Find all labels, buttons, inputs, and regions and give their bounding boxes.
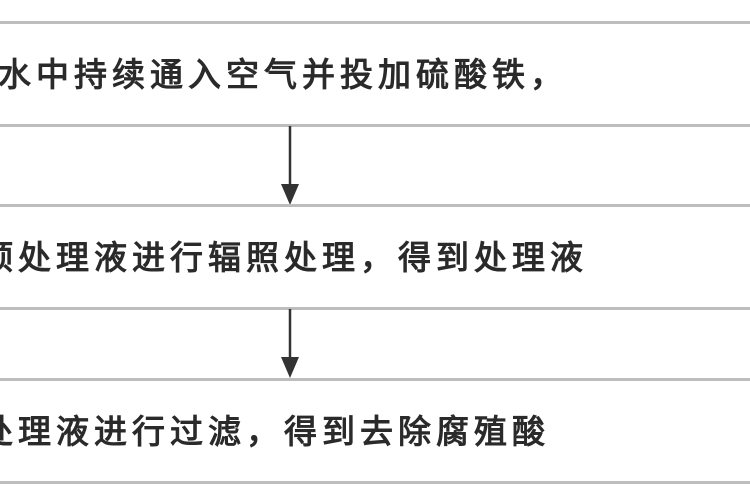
step-3-label: 处理液进行过滤，得到去除腐殖酸 (0, 411, 550, 451)
step-1-label: 水中持续通入空气并投加硫酸铁， (0, 54, 568, 94)
step-box-3: 处理液进行过滤，得到去除腐殖酸 (0, 378, 750, 484)
step-box-2: 预处理液进行辐照处理，得到处理液 (0, 204, 750, 310)
step-box-1: 水中持续通入空气并投加硫酸铁， (0, 21, 750, 127)
down-arrow-icon (275, 309, 305, 379)
step-2-label: 预处理液进行辐照处理，得到处理液 (0, 237, 588, 277)
down-arrow-icon (275, 126, 305, 206)
